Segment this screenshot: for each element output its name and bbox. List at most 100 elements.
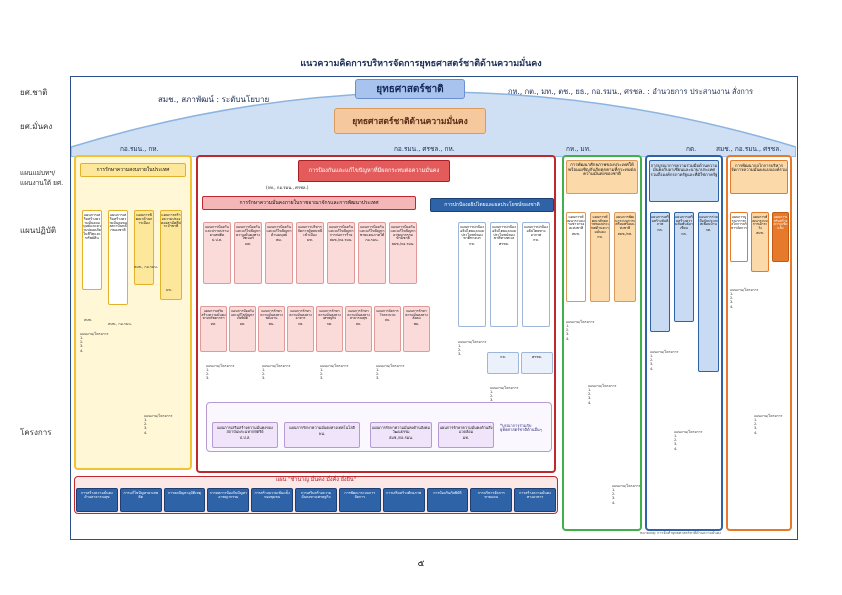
yellow-panel [74, 155, 192, 470]
yellow-col-4: แผนการสร้างความปรองดองสามัคคีประจำชาติ [160, 210, 182, 300]
red-bottom-note: *บูรณาการร่วมกับยุทธศาสตร์ชาติด้านอื่นๆ [500, 423, 542, 433]
orange-col-2: แผนการพัฒนาระบบการเฝ้าระวังสมช. [751, 212, 769, 272]
yellow-col-2: แผนการเสริมสร้างความมั่นคงของสถาบันหลักข… [108, 210, 128, 305]
red-top-col-4: แผนการบริหารจัดการผู้หลบหนีเข้าเมืองมท. [296, 222, 324, 284]
yellow-agency-1: สมช. [84, 318, 93, 322]
bottom-box-row: การสร้างความมั่นคงด้านสาธารณสุขการแก้ไขป… [76, 488, 556, 512]
bottom-box-10: การบริหารจัดการชายแดน [470, 488, 513, 512]
red-mid-col-7: แผนการจัดการโรคระบาดสธ. [374, 306, 401, 352]
yellow-col-3: แผนการพัฒนาด้านการเมือง [134, 210, 154, 285]
yellow-agency-3: สมช., กอ.รมน. [134, 265, 158, 269]
level-label-security: ยศ.มั่นคง [20, 122, 53, 131]
bottom-box-7: การพัฒนาระบบการจัดการ [338, 488, 381, 512]
blue-col-1: แผนการเสริมสร้างสันติภาพกต. [650, 212, 670, 332]
red-mid-col-4: แผนการรักษาความมั่นคงทางอาหารกษ. [287, 306, 314, 352]
red-top-col-7: แผนการป้องกันและแก้ไขปัญหาอาชญากรรมข้ามช… [389, 222, 417, 284]
yellow-col-3-text: แผนการพัฒนาด้านการเมือง [135, 213, 153, 225]
page-number: ๕ [417, 559, 425, 569]
orange-col-3: แผนการเสริมสร้างความเข้มแข็ง [772, 212, 789, 262]
red-top-col-6: แผนการป้องกันและแก้ไขปัญหาชายแดนภาคใต้กอ… [358, 222, 386, 284]
yellow-panel-title: การรักษาความสงบภายในประเทศ [80, 163, 186, 177]
green-col-2: แผนการพัฒนาศักยภาพของประเทศด้านความมั่นค… [590, 212, 610, 302]
red-mid-col-2: แผนการป้องกันและแก้ไขปัญหาภัยพิบัติมท. [229, 306, 256, 352]
section-tag-middle: กอ.รมน., ศรชล., กห. [394, 145, 455, 153]
red-bottom-box-1: แผนการเสริมสร้างความมั่นคงของสถาบันพระมห… [212, 422, 278, 448]
red-right-col-2: แผนการปกป้องอธิปไตยและผลประโยชน์ของชาติท… [490, 222, 518, 327]
bottom-box-9: การป้องกันภัยพิบัติ [426, 488, 469, 512]
green-col-1: แผนการพัฒนาระบบงานข่าวกรองแห่งชาติสมช. [566, 212, 586, 302]
red-extra-box-1: กห. [487, 352, 519, 374]
blue-col-2: แผนการเสริมสร้างความสัมพันธ์อาเซียนกต. [674, 212, 694, 322]
security-strategy-box: ยุทธศาสตร์ชาติด้านความมั่นคง [334, 108, 486, 134]
green-col-3: แผนการพัฒนาระบบการเตรียมพร้อมแห่งชาติสมช… [614, 212, 636, 302]
red-bottom-box-2: แผนการรักษาความมั่นคงทางเทคโนโลยีพน. [284, 422, 360, 448]
footnote: หมายเหตุ: การจัดทำยุทธศาสตร์ชาติด้านความ… [640, 531, 721, 535]
page-title: แนวความคิดการบริหารจัดการยุทธศาสตร์ชาติด… [300, 59, 542, 69]
section-tag-green: กห., มท. [566, 145, 592, 153]
red-mid-col-3: แผนการรักษาความมั่นคงทางพลังงานพน. [258, 306, 285, 352]
yellow-col-4-text: แผนการสร้างความปรองดองสามัคคีประจำชาติ [161, 213, 181, 229]
national-strategy-box: ยุทธศาสตร์ชาติ [355, 79, 465, 99]
section-tag-blue: กต. [686, 145, 697, 153]
red-top-col-1: แผนการป้องกันและปราบปรามยาเสพติดป.ป.ส. [203, 222, 231, 284]
yellow-agency-2: สมช., กอ.รมน. [108, 322, 132, 326]
yellow-col-1-text: แผนการเสริมสร้างความมั่นคงมนุษย์และความป… [83, 213, 101, 240]
bottom-box-5: การสร้างความเข้มแข็งของชุมชน [251, 488, 294, 512]
bottom-box-3: การลดปัญหาอุบัติเหตุ [163, 488, 206, 512]
left-arc-label: สมช., สภาพัฒน์ : ระดับนโยบาย [158, 95, 270, 104]
yellow-agency-4: มท. [166, 288, 172, 292]
red-mid-col-6: แผนการรักษาความมั่นคงทางสาธารณสุขสธ. [345, 306, 372, 352]
bottom-box-4: การลดการป้องกันปัญหาอาชญากรรม [207, 488, 250, 512]
level-label-action: แผนปฏิบัติ [20, 226, 57, 235]
bottom-box-6: การเสริมสร้างความมั่นคงทางเศรษฐกิจ [295, 488, 337, 512]
red-bottom-box-4: แผนการรักษาความมั่นคงด้านสิ่งแวดล้อมมท. [438, 422, 494, 448]
orange-panel-title: การพัฒนากลไกการบริหารจัดการความมั่นคงแบบ… [730, 160, 788, 194]
red-sub-left-tag: (กห., กอ.รมน., ศรชล.) [266, 185, 309, 190]
red-mid-col-5: แผนการรักษาความมั่นคงทางเศรษฐกิจกค. [316, 306, 343, 352]
yellow-col-2-text: แผนการเสริมสร้างความมั่นคงของสถาบันหลักข… [109, 213, 127, 233]
section-tag-orange: สมช., กอ.รมน., ศรชล. [716, 145, 782, 153]
bottom-box-1: การสร้างความมั่นคงด้านสาธารณสุข [76, 488, 118, 512]
red-sub-left-title: การรักษาความมั่นคงภายในราชอาณาจักรและการ… [202, 196, 416, 210]
level-label-project: โครงการ [20, 428, 52, 437]
bottom-box-2: การแก้ไขปัญหายาเสพติด [119, 488, 162, 512]
level-label-plan: แผนแม่บทฯ/ แผนงานใต้ ยศ. [20, 169, 64, 187]
red-right-col-3: แผนการปกป้องอธิปไตยทางอากาศกห. [522, 222, 550, 327]
red-top-col-5: แผนการป้องกันและแก้ไขปัญหาการก่อการร้ายส… [327, 222, 355, 284]
red-extra-box-2: ศรชล. [521, 352, 553, 374]
bottom-box-11: การสร้างความมั่นคงทางอาหาร [514, 488, 556, 512]
level-label-national: ยศ.ชาติ [20, 88, 48, 97]
right-arc-label: กห., กต., มท., ตช., ยธ., กอ.รมน., ศรชล. … [508, 87, 754, 96]
bottom-box-8: การเสริมสร้างศักยภาพ [382, 488, 425, 512]
red-mid-col-8: แผนการรักษาความมั่นคงทางสังคมพม. [403, 306, 430, 352]
red-bottom-box-3: แผนการรักษาความมั่นคงด้านสังคมวัฒนธรรมสม… [370, 422, 432, 448]
red-mid-col-1: แผนการเสริมสร้างความมั่นคงทางทรัพยากรฯทส… [200, 306, 227, 352]
blue-panel-title: การบูรณาการความร่วมมือด้านความมั่นคงกับอ… [649, 160, 719, 202]
green-panel-title: การพัฒนาศักยภาพของประเทศให้พร้อมเผชิญกับ… [566, 160, 638, 194]
red-panel-title: การป้องกันและแก้ไขปัญหาที่มีผลกระทบต่อคว… [298, 160, 450, 182]
section-tag-left: กอ.รมน., กห. [120, 145, 159, 153]
yellow-col-1: แผนการเสริมสร้างความมั่นคงมนุษย์และความป… [82, 210, 102, 290]
red-sub-right-title: การปกป้องอธิปไตยและผลประโยชน์ของชาติ [430, 198, 554, 212]
orange-col-1: แผนการบูรณาการกลไกการบริหารจัดการ [730, 212, 748, 262]
blue-col-3: แผนการร่วมมือกับประเทศเพื่อนบ้านกต. [698, 212, 719, 372]
bottom-banner-title: แผน "ชำนาญ มั่นคง มั่งคั่ง ยั่งยืน" [275, 477, 357, 483]
red-top-col-3: แผนการป้องกันและแก้ไขปัญหาด้านมนุษย์พม. [265, 222, 293, 284]
red-top-col-2: แผนการป้องกันและแก้ไขปัญหาความมั่นคงทางไ… [234, 222, 262, 284]
red-right-col-1: แผนการปกป้องอธิปไตยและผลประโยชน์ของชาติท… [458, 222, 486, 327]
